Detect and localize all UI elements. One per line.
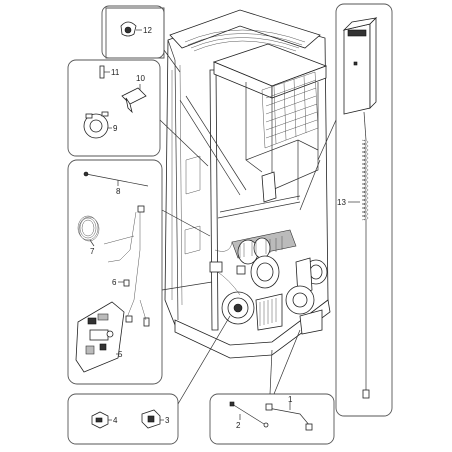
detail-box-9-10-11: 11 10 9 [67,59,209,167]
callout-2: 2 [236,421,241,430]
callout-10: 10 [136,74,145,83]
callout-8: 8 [116,187,121,196]
callout-1: 1 [288,395,293,404]
callout-11: 11 [111,68,120,77]
detail-box-12: 12 [101,5,181,73]
lower-mechanics [209,195,328,335]
callout-3: 3 [165,416,170,425]
callout-9: 9 [113,124,118,133]
callout-4: 4 [113,416,118,425]
detail-box-13: 13 [317,3,393,417]
detail-box-1-2: 2 1 [209,329,335,445]
callout-12: 12 [143,26,152,35]
hopper-grid [261,71,319,149]
detail-box-3-4: 4 3 [67,315,231,445]
callout-6: 6 [112,278,117,287]
detail-box-5-6-7-8: 8 7 6 5 [67,159,213,385]
callout-13: 13 [337,198,346,207]
callout-7: 7 [90,247,95,256]
callout-5: 5 [118,350,123,359]
